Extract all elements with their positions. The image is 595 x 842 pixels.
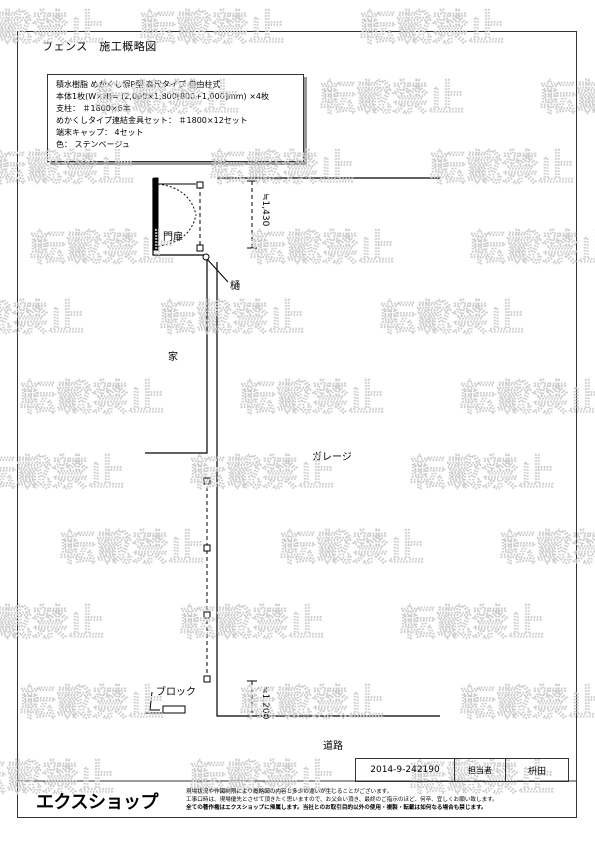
house-wall-top	[152, 178, 207, 256]
fence-post	[203, 675, 211, 683]
fence-post	[196, 244, 204, 252]
doc-info-table: 2014-9-242190 担当者 枡田	[355, 758, 569, 782]
gutter	[202, 253, 210, 261]
road-label: 道路	[323, 741, 343, 752]
fence-post	[203, 544, 211, 552]
fence-post	[203, 611, 211, 619]
gate-swing-arc	[157, 214, 197, 247]
spec-line: 端末キャップ： 4セット	[56, 128, 144, 137]
page-title: フェンス 施工概略図	[42, 40, 157, 53]
block-label: ブロック	[156, 687, 196, 698]
gutter-leader	[206, 258, 229, 283]
dim-bottom-label: ≒1,200	[260, 686, 270, 720]
footer-notes: 現場状況や作図制限により概略図の内容と多少の違いが生じることがございます。 工事…	[186, 788, 498, 812]
spec-line: 色： ステンベージュ	[56, 140, 130, 149]
sheet-frame	[17, 31, 577, 818]
dim-top-label: ≒1,430	[260, 193, 270, 227]
spec-line: 積水樹脂 めかくし塀P型 高尺タイプ 自由柱式	[56, 80, 221, 89]
note-line: 工事口時は、現場優先とさせて頂きたく思いますので、お父合い頂き、最終のご指示のほ…	[186, 797, 498, 803]
gate-post-left	[153, 177, 159, 251]
spec-line: めかくしタイプ連結金具セット： ＃1800×12セット	[56, 116, 248, 125]
company-logo: エクスショップ	[36, 792, 158, 813]
staff-label: 担当者	[455, 759, 506, 781]
note-line: 全ての著作権はエクスショップに帰属します。当社とのお取引目的以外の使用・複製・転…	[186, 805, 487, 811]
gate-swing-arc	[157, 183, 197, 216]
garage-wall-left	[216, 262, 440, 717]
gutter-label: 樋	[230, 281, 240, 292]
spec-line: 支柱： ＃1800×6本	[56, 104, 131, 113]
block-leader	[149, 691, 160, 711]
note-line: 現場状況や作図制限により概略図の内容と多少の違いが生じることがございます。	[186, 789, 393, 795]
staff-name: 枡田	[527, 766, 546, 777]
spec-box: 積水樹脂 めかくし塀P型 高尺タイプ 自由柱式 本体1枚(W×H)= (2,00…	[47, 74, 304, 162]
gate-label: 門扉	[163, 232, 183, 243]
doc-number: 2014-9-242190	[356, 759, 455, 781]
house-label: 家	[168, 352, 178, 363]
fence-post	[203, 477, 211, 485]
garage-label: ガレージ	[312, 452, 352, 463]
house-wall-right	[145, 255, 208, 454]
spec-line: 本体1枚(W×H)= (2,000×1,800[800+1,000]mm) ×4…	[56, 92, 269, 101]
fence-post	[196, 181, 204, 189]
block	[162, 705, 186, 714]
